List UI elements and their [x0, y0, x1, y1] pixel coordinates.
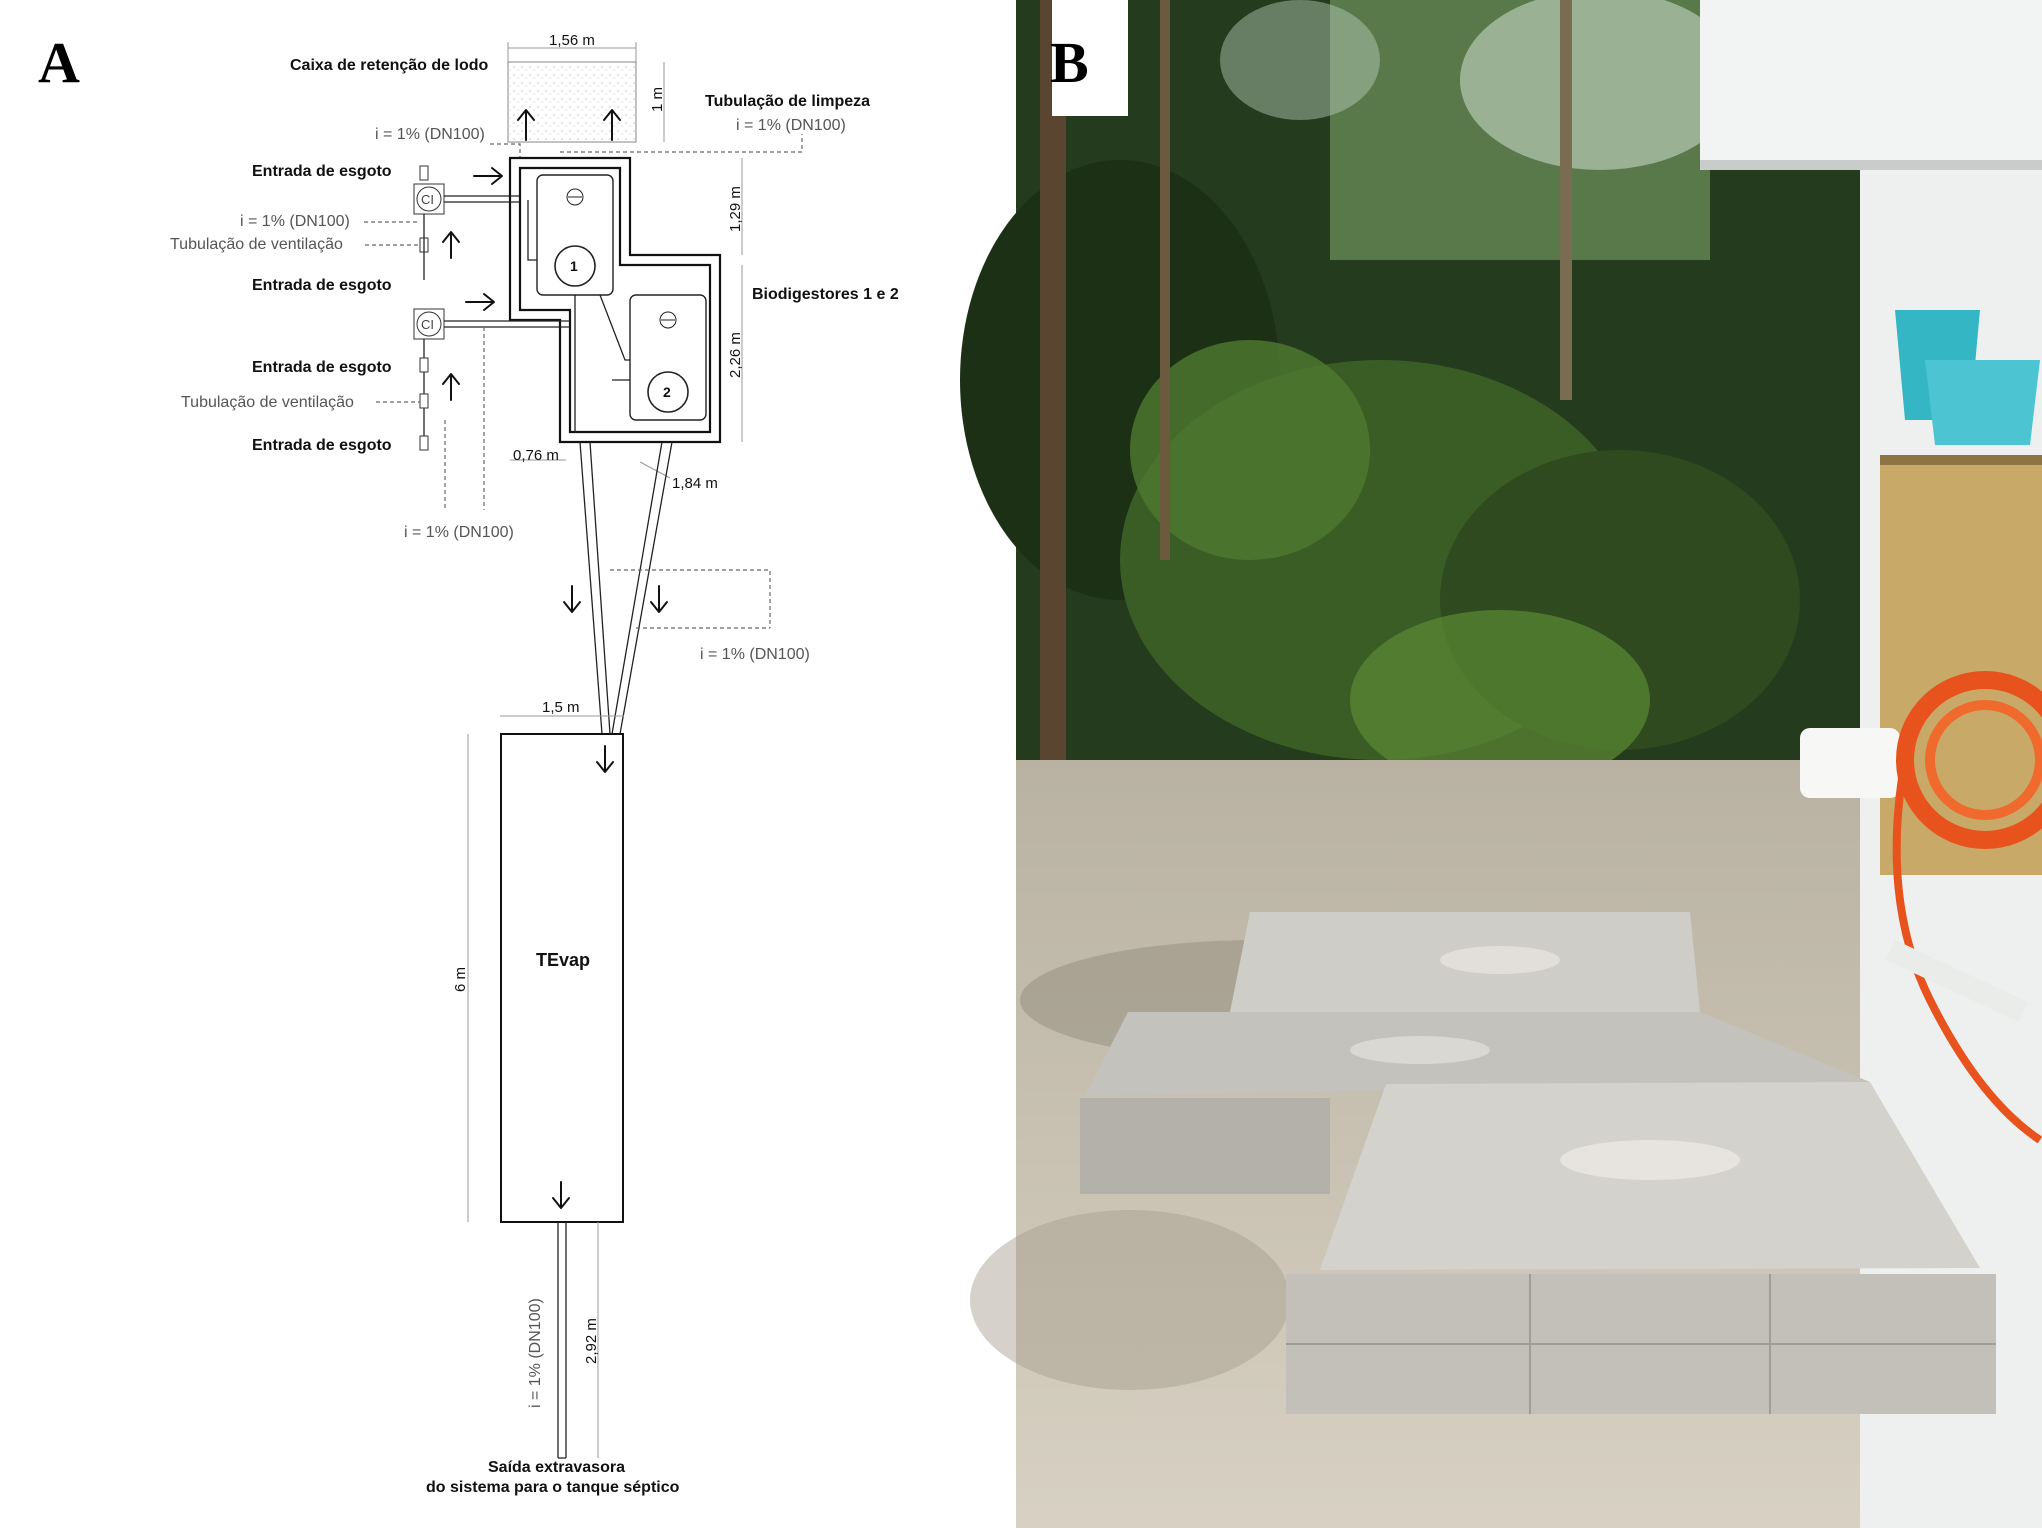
tubulacao-ventilacao-label-1: Tubulação de ventilação [170, 236, 343, 253]
slope-top-left: i = 1% (DN100) [375, 126, 485, 143]
overflow-pipe [557, 1222, 567, 1459]
tevap-label: TEvap [536, 950, 590, 970]
arrow-down-4 [552, 1181, 570, 1209]
arrow-up-2 [603, 109, 621, 141]
inlet-group-1: CI [413, 165, 520, 280]
panel-label-a: A [38, 30, 80, 95]
arrow-up-1 [517, 109, 535, 141]
saida-label-1: Saída extravasora [488, 1459, 625, 1476]
panel-b-label-bg [1052, 0, 1128, 116]
arrow-down-1 [563, 585, 581, 613]
entrada-esgoto-label-2: Entrada de esgoto [252, 277, 392, 294]
biodigester-2-number: 2 [663, 384, 671, 400]
tevap-bed [500, 733, 624, 1223]
outlet-pipe-1 [579, 441, 611, 735]
biodigestores-label: Biodigestores 1 e 2 [752, 286, 899, 303]
site-photo: B [960, 0, 2042, 1528]
arrow-right-2 [465, 293, 495, 311]
sludge-retention-box [507, 61, 637, 143]
ci-label-1: CI [421, 192, 434, 207]
dim-6: 6 m [452, 967, 469, 992]
arrow-down-3 [596, 745, 614, 773]
slope-overflow: i = 1% (DN100) [527, 1298, 544, 1408]
dim-box-height: 1 m [649, 87, 666, 112]
entrada-esgoto-label-4: Entrada de esgoto [252, 437, 392, 454]
saida-label-2: do sistema para o tanque séptico [426, 1479, 680, 1496]
dim-129: 1,29 m [727, 186, 744, 232]
block-wall-left [1080, 1098, 1330, 1194]
panel-label-b: B [1050, 30, 1089, 95]
dim-076: 0,76 m [513, 447, 559, 464]
slope-inlet-2: i = 1% (DN100) [404, 524, 514, 541]
dim-292: 2,92 m [583, 1318, 600, 1364]
ci-label-2: CI [421, 317, 434, 332]
biodigester-enclosure-outer [508, 156, 722, 444]
bucket-2 [1925, 360, 2040, 445]
slope-limpeza: i = 1% (DN100) [736, 117, 846, 134]
arrow-up-vent-2 [442, 373, 460, 401]
dim-226: 2,26 m [727, 332, 744, 378]
tubulacao-ventilacao-label-2: Tubulação de ventilação [181, 394, 354, 411]
biodigester-1-marker [554, 245, 596, 287]
entrada-esgoto-label-3: Entrada de esgoto [252, 359, 392, 376]
caixa-label: Caixa de retenção de lodo [290, 57, 489, 74]
dim-15: 1,5 m [542, 699, 580, 716]
inlet-group-2: CI [413, 293, 570, 451]
outlet-pipe-2 [611, 441, 673, 735]
slope-outlet: i = 1% (DN100) [700, 646, 810, 663]
arrow-right-1 [473, 167, 503, 185]
biodigester-1-number: 1 [570, 258, 578, 274]
entrada-esgoto-label-1: Entrada de esgoto [252, 163, 392, 180]
biodigester-enclosure-inner [518, 166, 712, 434]
arrow-down-2 [650, 585, 668, 613]
wash-sink [1800, 728, 1900, 798]
dim-box-width: 1,56 m [549, 32, 595, 49]
tubulacao-limpeza-label: Tubulação de limpeza [705, 93, 870, 110]
dim-184: 1,84 m [672, 475, 718, 492]
system-diagram: 1,56 m 1 m Caixa de retenção de lodo Tub… [170, 32, 899, 1496]
biodigester-2-marker [647, 371, 689, 413]
arrow-up-vent-1 [442, 231, 460, 259]
slope-inlet-1: i = 1% (DN100) [240, 213, 350, 230]
